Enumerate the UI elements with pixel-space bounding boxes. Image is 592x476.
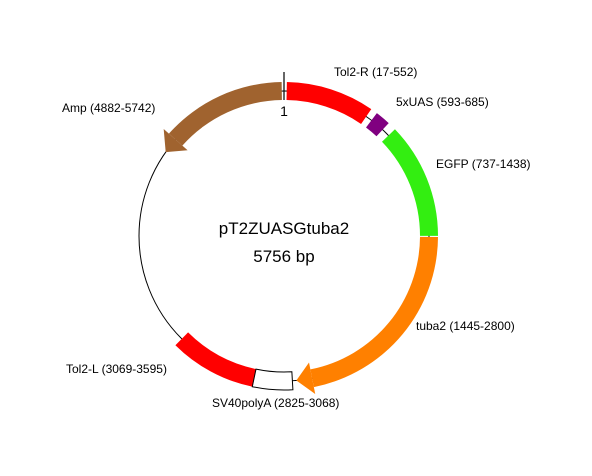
feature-arc-sv40 [251, 368, 294, 391]
feature-arc-tuba2 [310, 236, 438, 388]
feature-label-tol2r: Tol2-R (17-552) [334, 65, 417, 79]
feature-label-tuba2: tuba2 (1445-2800) [416, 319, 515, 333]
plasmid-size: 5756 bp [253, 247, 314, 266]
feature-label-uas: 5xUAS (593-685) [396, 95, 489, 109]
feature-arrowhead-tuba2 [296, 362, 316, 394]
feature-arc-uas [366, 113, 389, 137]
feature-label-tol2l: Tol2-L (3069-3595) [66, 362, 167, 376]
feature-arc-tol2r [286, 82, 372, 124]
feature-arc-egfp [381, 129, 438, 236]
feature-label-amp: Amp (4882-5742) [62, 101, 155, 115]
feature-arrowhead-amp [163, 129, 188, 153]
feature-label-egfp: EGFP (737-1438) [436, 157, 531, 171]
feature-label-sv40: SV40polyA (2825-3068) [212, 396, 339, 410]
origin-label: 1 [280, 103, 288, 119]
plasmid-name: pT2ZUASGtuba2 [219, 219, 349, 238]
features-layer [163, 82, 438, 394]
feature-arc-tol2l [175, 332, 256, 387]
feature-arc-amp [168, 82, 282, 146]
